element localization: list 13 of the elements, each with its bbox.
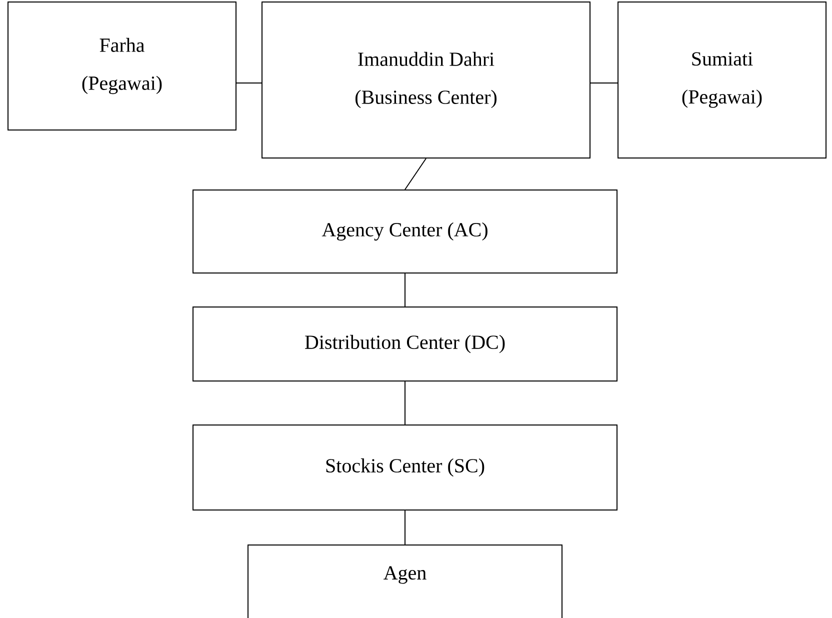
connector-line	[590, 82, 618, 84]
connector-line	[404, 381, 406, 425]
connector-line	[236, 82, 262, 84]
org-box: Agency Center (AC)	[192, 190, 618, 274]
connector-line	[404, 273, 406, 307]
connector-line	[404, 158, 426, 190]
org-box: Sumiati (Pegawai)	[618, 2, 827, 158]
org-box: Imanuddin Dahri (Business Center)	[262, 2, 590, 158]
connector-line	[404, 510, 406, 545]
org-box: Agen	[248, 544, 562, 618]
org-box: Farha (Pegawai)	[8, 2, 236, 130]
org-box: Stockis Center (SC)	[192, 424, 618, 510]
org-box: Distribution Center (DC)	[192, 306, 618, 382]
